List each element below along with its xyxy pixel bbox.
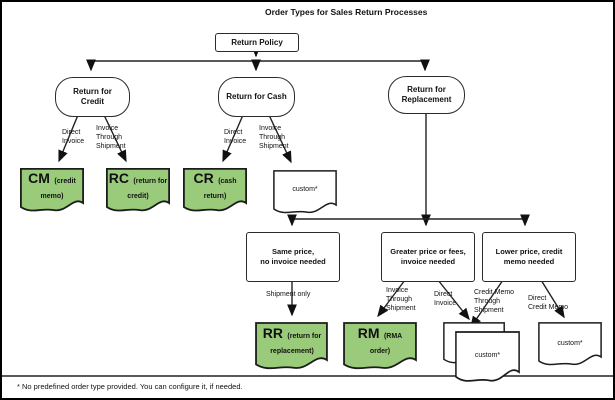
doc-cr-label: CR (cash return) [185, 170, 245, 203]
doc-custom-single-label: custom* [557, 340, 583, 347]
node-greater-price: Greater price or fees, invoice needed [381, 232, 475, 282]
node-return-for-credit-label: Return for Credit [73, 87, 112, 106]
doc-cm-code: CM [28, 170, 50, 186]
edge-label-cash-through-shipment: Invoice Through Shipment [259, 125, 289, 150]
doc-shape-rm [344, 323, 416, 368]
doc-rr-code: RR [262, 325, 283, 341]
node-return-for-credit: Return for Credit [55, 77, 130, 117]
edge-label-cash-direct-invoice: Direct Invoice [224, 129, 247, 145]
edge-credit-cm [58, 114, 79, 163]
edge-label-credit-through-shipment: Invoice Through Shipment [96, 125, 126, 150]
doc-cm-label: CM (credit memo) [22, 170, 82, 203]
doc-shape-custom-single [538, 322, 602, 366]
edge-greater-custom [437, 279, 470, 321]
node-return-for-cash: Return for Cash [218, 77, 295, 117]
edge-lower-custom [470, 279, 504, 329]
node-greater-price-label: Greater price or fees, invoice needed [390, 247, 466, 266]
edge-greater-rm [377, 279, 406, 318]
doc-custom-cash-label: custom* [292, 186, 318, 193]
doc-shape-custom-cash [273, 170, 337, 214]
doc-rc-sub: (return for credit) [127, 178, 168, 200]
edge-label-direct-credit-memo: Direct Credit Memo [528, 295, 569, 311]
edge-label-shipment-only: Shipment only [266, 291, 311, 298]
doc-rm-sub: (RMA order) [369, 333, 403, 355]
doc-shape-cm [20, 168, 84, 212]
diagram-title: Order Types for Sales Return Processes [265, 7, 428, 17]
doc-cr-code: CR [193, 170, 214, 186]
node-same-price: Same price, no invoice needed [246, 232, 340, 282]
doc-rr-sub: (return for replacement) [270, 333, 322, 355]
doc-rr-label: RR (return for replacement) [257, 325, 327, 358]
edge-cash-custom [268, 114, 292, 164]
node-return-for-cash-label: Return for Cash [226, 92, 287, 101]
node-lower-price: Lower price, credit memo needed [482, 232, 576, 282]
edge-label-credit-direct-invoice: Direct Invoice [62, 129, 85, 145]
doc-rc-label: RC (return for credit) [108, 170, 168, 203]
doc-cm-sub: (credit memo) [40, 178, 76, 200]
edge-lower-single [540, 279, 565, 319]
doc-shape-custom-front [455, 331, 520, 382]
node-return-policy-label: Return Policy [231, 37, 283, 47]
edge-label-credit-memo-through-shipment: Credit Memo Through Shipment [474, 289, 515, 314]
footer-note: * No predefined order type provided. You… [17, 382, 243, 391]
doc-shape-cr [183, 168, 247, 212]
doc-cr-sub: (cash return) [203, 178, 237, 200]
node-lower-price-label: Lower price, credit memo needed [495, 247, 563, 266]
doc-rm-label: RM (RMA order) [352, 325, 408, 358]
doc-shape-rc [106, 168, 170, 212]
edge-cash-cr [222, 114, 244, 163]
edge-credit-rc [103, 114, 127, 163]
doc-rm-code: RM [357, 325, 380, 341]
doc-shape-rr [256, 323, 327, 368]
node-return-for-replacement-label: Return for Replacement [401, 85, 452, 104]
node-same-price-label: Same price, no invoice needed [260, 247, 326, 266]
edge-label-greater-through-shipment: Invoice Through Shipment [386, 287, 416, 312]
doc-rc-code: RC [108, 170, 129, 186]
doc-custom-stacked-label: custom* [474, 352, 501, 359]
edge-label-greater-direct-invoice: Direct Invoice [434, 291, 457, 307]
node-return-for-replacement: Return for Replacement [388, 76, 465, 114]
node-return-policy: Return Policy [215, 33, 299, 52]
